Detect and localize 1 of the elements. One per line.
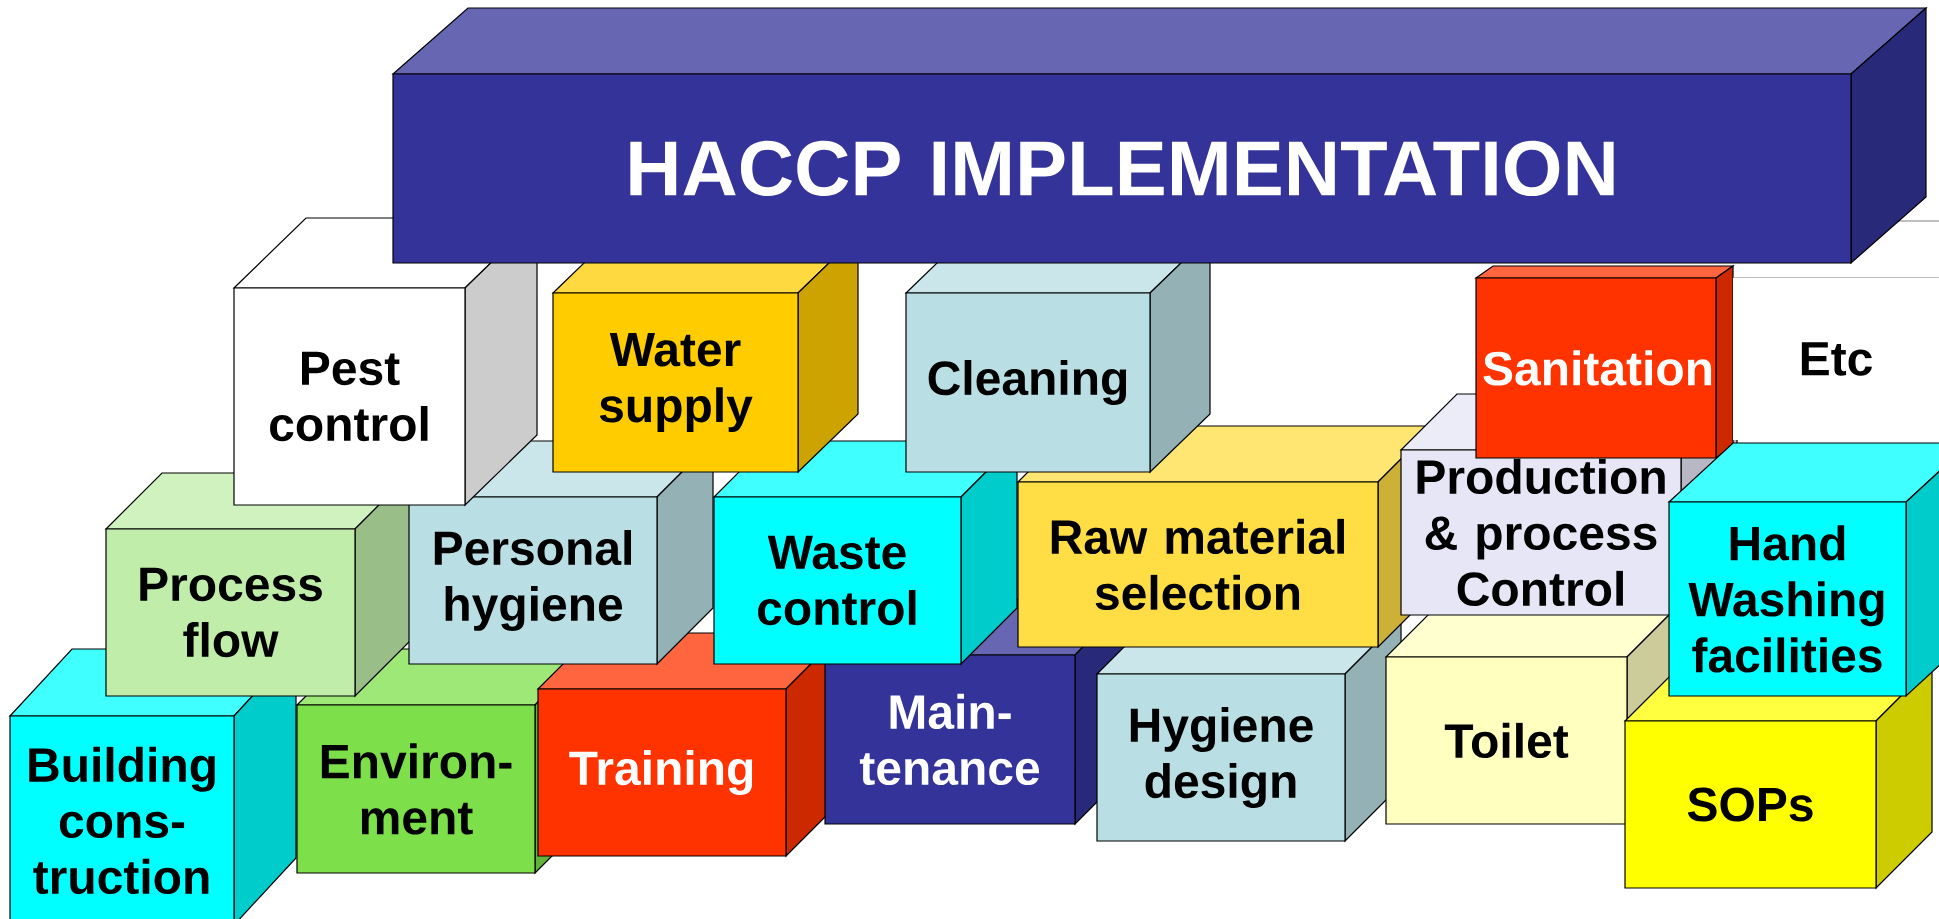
block: Etc [1732, 220, 1939, 440]
